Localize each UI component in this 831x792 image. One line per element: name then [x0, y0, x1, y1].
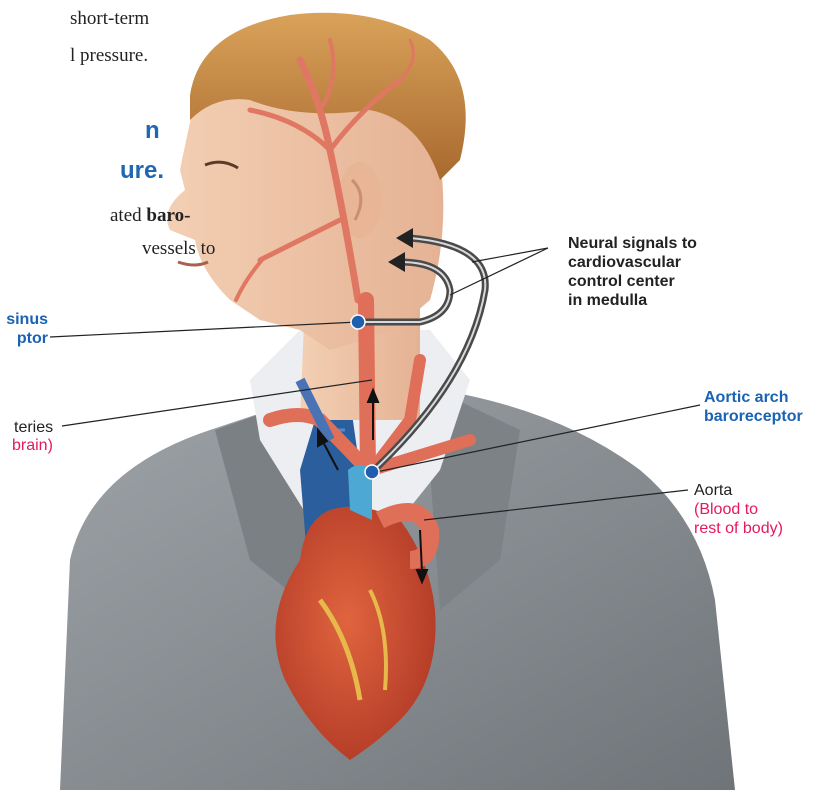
body-text-line-2: l pressure.: [70, 45, 148, 67]
label-carotid-sinus-baroreceptor: sinus ptor: [0, 310, 48, 348]
carotid-baroreceptor-dot: [351, 315, 365, 329]
body-text-line-4: vessels to: [142, 238, 215, 260]
label-aorta-note: (Blood to rest of body): [694, 500, 783, 538]
section-heading-line-1: n: [145, 117, 160, 145]
section-heading-line-2: ure.: [120, 157, 164, 185]
label-aortic-arch-baroreceptor: Aortic arch baroreceptor: [704, 388, 803, 426]
label-carotid-arteries-note: brain): [12, 436, 53, 455]
label-aorta: Aorta: [694, 481, 732, 500]
body-text-line-3: ated baro-: [110, 205, 190, 227]
label-neural-signals: Neural signals to cardiovascular control…: [568, 234, 697, 310]
aortic-baroreceptor-dot: [365, 465, 379, 479]
body-text-line-1: short-term: [70, 8, 149, 30]
label-carotid-arteries: teries: [14, 418, 53, 437]
